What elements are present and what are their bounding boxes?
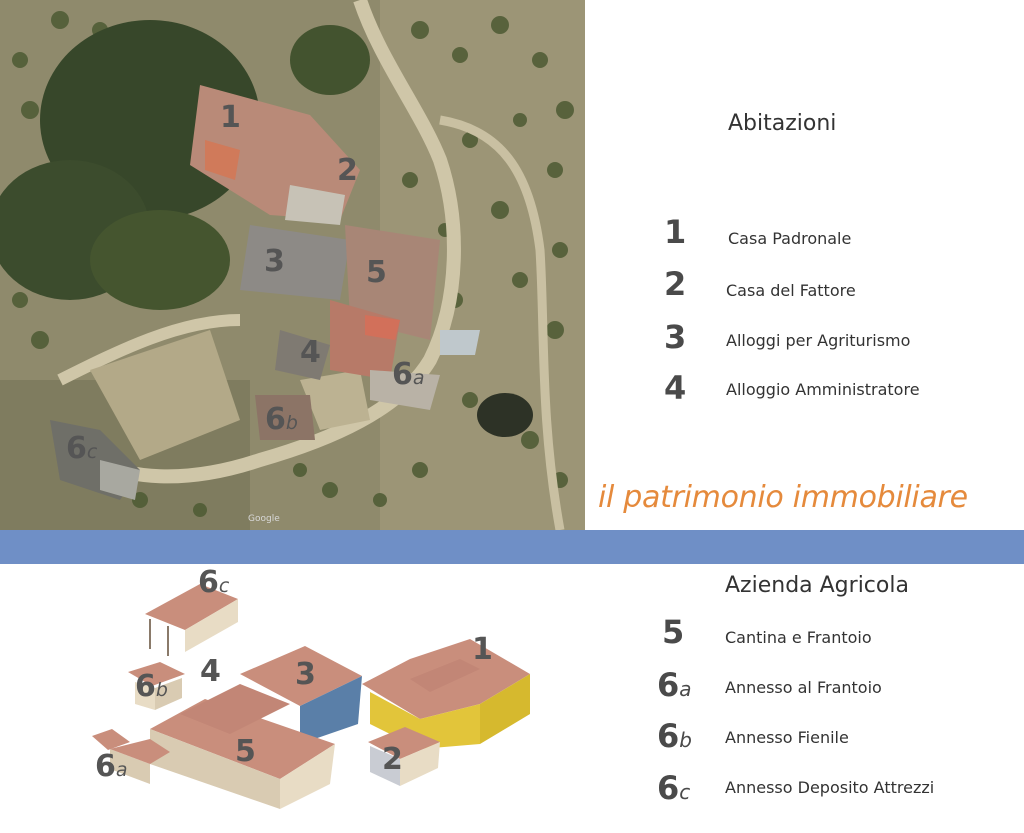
- aerial-label-1-num: 1: [220, 100, 241, 135]
- iso-label-6b: 6b: [135, 672, 168, 702]
- building-2-roof: [368, 727, 440, 759]
- iso-label-6a: 6a: [95, 752, 128, 782]
- isometric-diagram: [0, 564, 585, 829]
- aerial-label-6a-sub: a: [412, 367, 425, 389]
- aerial-label-6c-num: 6: [66, 431, 87, 466]
- aerial-label-6c: 6c: [66, 434, 97, 464]
- iso-label-6b-sub: b: [155, 679, 168, 701]
- iso-label-6c: 6c: [198, 568, 229, 598]
- aerial-label-6c-sub: c: [86, 441, 98, 463]
- legend-label-6a: Annesso al Frantoio: [725, 678, 882, 697]
- aerial-label-6b-sub: b: [285, 412, 298, 434]
- aerial-label-6b-num: 6: [265, 402, 286, 437]
- aerial-label-6b: 6b: [265, 405, 298, 435]
- blue-band: [0, 530, 1024, 564]
- legend-label-2: Casa del Fattore: [726, 281, 856, 300]
- building-6c-roof: [145, 584, 238, 630]
- iso-label-6c-sub: c: [218, 575, 230, 597]
- aerial-label-6a: 6a: [392, 360, 425, 390]
- abitazioni-heading: Abitazioni: [728, 111, 837, 136]
- iso-label-4: 4: [200, 657, 221, 687]
- legend-num-6a: 6a: [657, 669, 692, 701]
- legend-num-5-text: 5: [662, 613, 685, 651]
- aerial-label-4: 4: [300, 338, 321, 368]
- legend-num-1: 1: [664, 216, 686, 248]
- legend-num-4-text: 4: [664, 369, 687, 407]
- iso-label-2: 2: [382, 745, 403, 775]
- building-6c-wall: [185, 599, 238, 652]
- legend-num-5: 5: [662, 616, 684, 648]
- aerial-label-4-num: 4: [300, 335, 321, 370]
- legend-num-6b: 6b: [657, 720, 692, 752]
- legend-label-5: Cantina e Frantoio: [725, 628, 872, 647]
- aerial-label-6a-num: 6: [392, 357, 413, 392]
- legend-num-2-text: 2: [664, 265, 687, 303]
- iso-label-4-num: 4: [200, 654, 221, 689]
- iso-label-3-num: 3: [295, 657, 316, 692]
- legend-label-1: Casa Padronale: [728, 229, 852, 248]
- aerial-label-2: 2: [337, 156, 358, 186]
- iso-label-1-num: 1: [472, 632, 493, 667]
- legend-num-6b-text: 6: [657, 717, 680, 755]
- iso-label-6c-num: 6: [198, 565, 219, 600]
- legend-num-6c-sub: c: [679, 780, 691, 804]
- legend-num-2: 2: [664, 268, 686, 300]
- legend-num-6b-sub: b: [679, 728, 692, 752]
- legend-num-6a-text: 6: [657, 666, 680, 704]
- building-6a-roof: [92, 729, 130, 750]
- aerial-label-3: 3: [264, 247, 285, 277]
- legend-label-6b: Annesso Fienile: [725, 728, 849, 747]
- legend-num-3-text: 3: [664, 318, 687, 356]
- iso-label-3: 3: [295, 660, 316, 690]
- legend-label-3: Alloggi per Agriturismo: [726, 331, 911, 350]
- iso-label-6a-sub: a: [115, 759, 128, 781]
- building-3-roof: [240, 646, 362, 706]
- aerial-label-1: 1: [220, 103, 241, 133]
- iso-label-5-num: 5: [235, 734, 256, 769]
- page-subtitle: il patrimonio immobiliare: [598, 480, 968, 515]
- aerial-label-5-num: 5: [366, 255, 387, 290]
- subtitle-strip: [585, 470, 1024, 530]
- building-6b-wall: [135, 682, 155, 710]
- aerial-label-2-num: 2: [337, 153, 358, 188]
- legend-num-1-text: 1: [664, 213, 687, 251]
- aerial-label-5: 5: [366, 258, 387, 288]
- iso-label-6b-num: 6: [135, 669, 156, 704]
- aerial-label-3-num: 3: [264, 244, 285, 279]
- legend-num-6c: 6c: [657, 772, 690, 804]
- legend-label-6c: Annesso Deposito Attrezzi: [725, 778, 935, 797]
- iso-label-5: 5: [235, 737, 256, 767]
- iso-label-1: 1: [472, 635, 493, 665]
- legend-num-3: 3: [664, 321, 686, 353]
- building-2-wall: [370, 746, 400, 786]
- iso-label-6a-num: 6: [95, 749, 116, 784]
- legend-num-6a-sub: a: [679, 677, 692, 701]
- legend-num-6c-text: 6: [657, 769, 680, 807]
- iso-label-2-num: 2: [382, 742, 403, 777]
- building-3-wall: [300, 676, 362, 744]
- legend-num-4: 4: [664, 372, 686, 404]
- map-watermark: Google: [248, 514, 280, 524]
- azienda-heading: Azienda Agricola: [725, 573, 909, 598]
- aerial-map: [0, 0, 585, 530]
- building-6b-roof: [128, 662, 185, 686]
- legend-label-4: Alloggio Amministratore: [726, 380, 920, 399]
- building-5-wall: [280, 744, 335, 809]
